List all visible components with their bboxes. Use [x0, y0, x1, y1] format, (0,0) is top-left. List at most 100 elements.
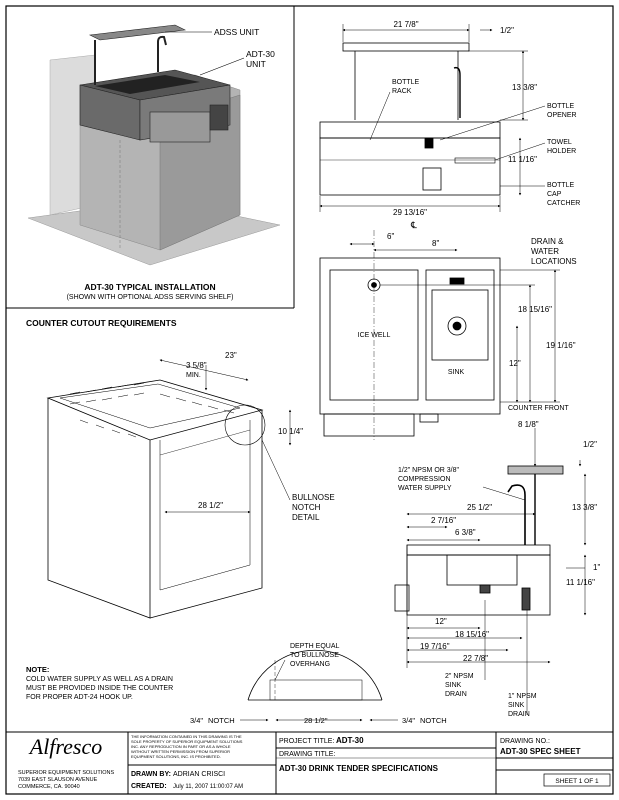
side-view-dimensions: [406, 428, 587, 715]
notch-left-label: NOTCH: [208, 716, 235, 725]
side-dim-19-7-16: 19 7/16": [420, 642, 450, 651]
side-dim-6-3-8: 6 3/8": [455, 528, 476, 537]
drawing-no-label: DRAWING NO.:: [500, 738, 550, 745]
bottle-opener-label-2: OPENER: [547, 112, 577, 119]
front-view-dimensions: [319, 24, 546, 212]
side-dim-22-7-8: 22 7/8": [463, 654, 488, 663]
sink-label: SINK: [448, 369, 465, 376]
typical-installation-subtitle: (SHOWN WITH OPTIONAL ADSS SERVING SHELF): [67, 294, 234, 301]
dim-10-1-4: 10 1/4": [278, 427, 303, 436]
centerline-symbol: ℄: [410, 220, 417, 230]
ice-well-label: ICE WELL: [358, 332, 391, 339]
counter-cutout-dimensions: [159, 359, 292, 514]
side-dim-13-3-8: 13 3/8": [572, 503, 597, 512]
drain-water-label-3: LOCATIONS: [531, 257, 577, 266]
bullnose-label-1: BULLNOSE: [292, 493, 335, 502]
disclaimer-line-5: EQUIPMENT SOLUTIONS, INC. IS PROHIBITED.: [131, 754, 221, 759]
created-value: July 11, 2007 11:00:07 AM: [173, 784, 243, 790]
note-line-1: COLD WATER SUPPLY AS WELL AS A DRAIN: [26, 676, 173, 683]
company-line-2: 7039 EAST SLAUSON AVENUE: [18, 777, 98, 783]
typical-installation-illustration: [27, 24, 281, 266]
dim-18-15-16: 18 15/16": [518, 305, 552, 314]
dim-8: 8": [432, 239, 439, 248]
dim-19-1-16: 19 1/16": [546, 341, 576, 350]
notch-right-label: NOTCH: [420, 716, 447, 725]
notch-right-dim: 3/4": [402, 716, 415, 725]
cap-catcher-label-3: CATCHER: [547, 200, 580, 207]
water-supply-label-2: COMPRESSION: [398, 476, 451, 483]
adt30-unit-label-2: UNIT: [246, 59, 266, 69]
title-block-frame: [6, 731, 613, 794]
towel-holder-label-2: HOLDER: [547, 148, 576, 155]
bullnose-detail-dimensions: [240, 659, 398, 722]
notch-left-dim: 3/4": [190, 716, 203, 725]
dim-width-29-13-16: 29 13/16": [393, 208, 427, 217]
sink-drain-2-label-1: 2" NPSM: [445, 673, 474, 680]
note-line-2: MUST BE PROVIDED INSIDE THE COUNTER: [26, 685, 173, 692]
dim-height-11-1-16: 11 1/16": [508, 155, 537, 164]
disclaimer-line-4: WITHOUT WRITTEN PERMISSION FROM SUPERIOR: [131, 749, 230, 754]
project-title-label: PROJECT TITLE:: [279, 738, 334, 745]
sink-drain-2-label-2: SINK: [445, 682, 462, 689]
water-supply-label-3: WATER SUPPLY: [398, 485, 452, 492]
dim-6: 6": [387, 232, 394, 241]
drain-water-label-2: WATER: [531, 247, 559, 256]
towel-holder-label-1: TOWEL: [547, 139, 572, 146]
company-line-1: SUPERIOR EQUIPMENT SOLUTIONS: [18, 770, 114, 776]
side-dim-2-7-16: 2 7/16": [431, 516, 456, 525]
dim-12: 12": [509, 359, 521, 368]
bottle-rack-label-2: RACK: [392, 88, 412, 95]
counter-cutout-drawing: [46, 379, 266, 619]
dim-28-1-2: 28 1/2": [198, 501, 223, 510]
notch-28-1-2: 28 1/2": [304, 716, 328, 725]
note-line-3: FOR PROPER ADT-24 HOOK UP.: [26, 694, 133, 701]
project-title-value: ADT-30: [336, 736, 364, 745]
typical-installation-title: ADT-30 TYPICAL INSTALLATION: [84, 282, 215, 292]
sink-drain-1-label-1: 1" NPSM: [508, 693, 537, 700]
counter-cutout-title: COUNTER CUTOUT REQUIREMENTS: [26, 318, 177, 328]
side-dim-25-1-2: 25 1/2": [467, 503, 492, 512]
front-view-drawing: [319, 42, 501, 196]
disclaimer-line-1: THE INFORMATION CONTAINED IN THIS DRAWIN…: [131, 734, 242, 739]
bullnose-detail-drawing: [247, 649, 383, 701]
dim-min-label: MIN.: [186, 372, 201, 379]
bottle-rack-label-1: BOTTLE: [392, 79, 420, 86]
dim-top-width: 21 7/8": [393, 20, 418, 29]
drawing-title-label: DRAWING TITLE:: [279, 751, 335, 758]
adss-unit-label: ADSS UNIT: [214, 27, 259, 37]
disclaimer-line-2: SOLE PROPERTY OF SUPERIOR EQUIPMENT SOLU…: [131, 739, 243, 744]
depth-equal-label-2: TO BULLNOSE: [290, 652, 339, 659]
dim-23: 23": [225, 351, 237, 360]
top-view-drawing: [319, 230, 501, 440]
sheet-number: SHEET 1 OF 1: [555, 778, 599, 785]
company-line-3: COMMERCE, CA. 90040: [18, 784, 80, 790]
created-label: CREATED:: [131, 783, 167, 790]
alfresco-logo: Alfresco: [28, 734, 103, 759]
adt30-unit-label-1: ADT-30: [246, 49, 275, 59]
note-title: NOTE:: [26, 665, 49, 674]
water-supply-label-1: 1/2" NPSM OR 3/8": [398, 467, 460, 474]
side-dim-12: 12": [435, 617, 447, 626]
drawing-title-value: ADT-30 DRINK TENDER SPECIFICATIONS: [279, 764, 439, 773]
side-dim-1: 1": [593, 563, 600, 572]
top-view-dimensions: [349, 242, 560, 403]
sink-drain-1-label-3: DRAIN: [508, 711, 530, 718]
bullnose-label-3: DETAIL: [292, 513, 320, 522]
disclaimer-line-3: INC. ANY REPRODUCTION IN PART OR AS A WH…: [131, 744, 231, 749]
side-dim-1-2: 1/2": [583, 440, 597, 449]
drawn-by-value: ADRIAN CRISCI: [173, 771, 225, 778]
side-dim-11-1-16: 11 1/16": [566, 578, 595, 587]
depth-equal-label-3: OVERHANG: [290, 661, 330, 668]
side-dim-18-15-16: 18 15/16": [455, 630, 489, 639]
counter-front-label: COUNTER FRONT: [508, 405, 569, 412]
bullnose-label-2: NOTCH: [292, 503, 321, 512]
bottle-opener-label-1: BOTTLE: [547, 103, 575, 110]
side-dim-8-1-8: 8 1/8": [518, 420, 539, 429]
dim-height-13-3-8: 13 3/8": [512, 83, 537, 92]
cap-catcher-label-2: CAP: [547, 191, 562, 198]
sink-drain-1-label-2: SINK: [508, 702, 525, 709]
page-border: [5, 5, 614, 795]
drawn-by-label: DRAWN BY:: [131, 771, 171, 778]
dim-top-half: 1/2": [500, 26, 514, 35]
